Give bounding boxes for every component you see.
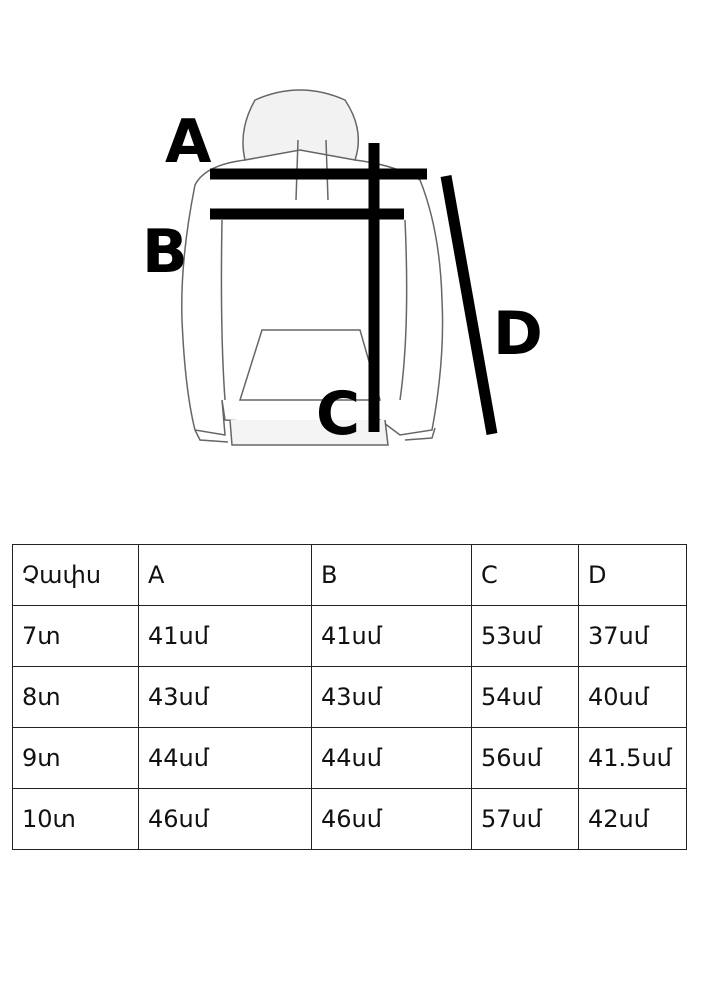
cell: 42սմ [578, 788, 687, 850]
measurement-lines [210, 143, 498, 435]
cell: 8տ [12, 666, 139, 728]
cell: 56սմ [471, 727, 579, 789]
header-a: A [138, 544, 312, 606]
table-row: 7տ 41սմ 41սմ 53սմ 37սմ [12, 605, 687, 667]
hoodie-illustration [181, 89, 444, 446]
cell: 9տ [12, 727, 139, 789]
header-c: C [471, 544, 579, 606]
cell: 41սմ [311, 605, 472, 667]
label-a: A [165, 107, 212, 177]
header-size: Չափս [12, 544, 139, 606]
cell: 10տ [12, 788, 139, 850]
cell: 57սմ [471, 788, 579, 850]
header-b: B [311, 544, 472, 606]
label-d: D [493, 299, 543, 369]
cell: 53սմ [471, 605, 579, 667]
label-c: C [316, 379, 360, 449]
cell: 37սմ [578, 605, 687, 667]
table-row: 10տ 46սմ 46սմ 57սմ 42սմ [12, 788, 687, 850]
size-table: Չափս A B C D 7տ 41սմ 41սմ 53սմ 37սմ 8տ 4… [12, 544, 687, 850]
cell: 41սմ [138, 605, 312, 667]
label-b: B [142, 217, 188, 287]
cell: 46սմ [138, 788, 312, 850]
cell: 54սմ [471, 666, 579, 728]
cell: 43սմ [311, 666, 472, 728]
cell: 7տ [12, 605, 139, 667]
cell: 41.5սմ [578, 727, 687, 789]
cell: 43սմ [138, 666, 312, 728]
cell: 44սմ [138, 727, 312, 789]
table-row: 8տ 43սմ 43սմ 54սմ 40սմ [12, 666, 687, 728]
cell: 40սմ [578, 666, 687, 728]
hoodie-measurement-diagram: A B C D [142, 89, 543, 449]
cell: 44սմ [311, 727, 472, 789]
cell: 46սմ [311, 788, 472, 850]
table-header-row: Չափս A B C D [12, 544, 687, 606]
table-row: 9տ 44սմ 44սմ 56սմ 41.5սմ [12, 727, 687, 789]
header-d: D [578, 544, 687, 606]
